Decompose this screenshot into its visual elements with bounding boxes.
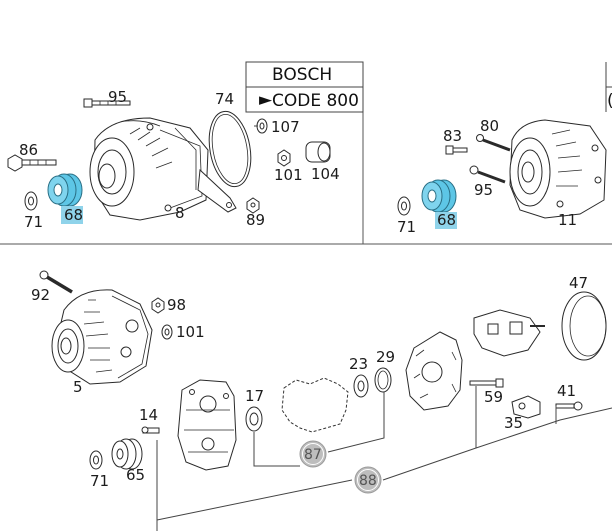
alternator-right-body[interactable] bbox=[509, 119, 607, 219]
part-label-5: 5 bbox=[73, 378, 83, 396]
pulley-68-highlighted-part[interactable] bbox=[47, 173, 83, 207]
highlight-label-bg-68 bbox=[61, 206, 83, 224]
seal-ring-74-part[interactable] bbox=[204, 108, 257, 190]
svg-text:(: ( bbox=[607, 91, 612, 111]
highlight-label-bg-68-right bbox=[435, 212, 457, 229]
nut-107-part[interactable] bbox=[256, 118, 268, 134]
bearing-17-part[interactable] bbox=[245, 406, 263, 432]
ring-29-part[interactable] bbox=[374, 367, 392, 393]
bolt-92-part[interactable] bbox=[39, 270, 73, 294]
bottom-exploded-view-group: 87 88 92 98 101 47 5 23 29 17 59 14 41 3… bbox=[31, 270, 612, 531]
bolt-83-part[interactable] bbox=[445, 145, 468, 155]
nut-98-part[interactable] bbox=[151, 297, 165, 314]
washer-71-right-part[interactable] bbox=[397, 196, 411, 216]
top-left-alternator-group: 95 74 107 86 101 104 71 8 89 68 bbox=[7, 88, 340, 231]
part-label-83: 83 bbox=[443, 127, 462, 145]
manufacturer-code-box: BOSCH ► CODE 800 bbox=[245, 61, 364, 113]
part-label-80: 80 bbox=[480, 117, 499, 135]
group-label-88: 88 bbox=[359, 473, 377, 489]
leader-line-87-right bbox=[327, 392, 385, 453]
pulley-68-right-highlighted-part[interactable] bbox=[421, 179, 457, 213]
regulator-35-part[interactable] bbox=[511, 395, 541, 419]
nut-89-part[interactable] bbox=[246, 197, 260, 214]
bearing-23-part[interactable] bbox=[353, 374, 369, 398]
part-label-35: 35 bbox=[504, 414, 523, 432]
code-box-right-partial: ( bbox=[605, 62, 612, 112]
group-label-87: 87 bbox=[304, 447, 322, 463]
bolt-95-part[interactable] bbox=[83, 98, 131, 108]
part-label-71-right: 71 bbox=[397, 218, 416, 236]
bushing-104-part[interactable] bbox=[305, 141, 331, 163]
bolt-80-part[interactable] bbox=[476, 134, 511, 152]
part-label-41: 41 bbox=[557, 382, 576, 400]
washer-71-part[interactable] bbox=[24, 191, 38, 211]
part-label-14: 14 bbox=[139, 406, 158, 424]
rotor-part[interactable] bbox=[281, 377, 349, 433]
bolt-86-part[interactable] bbox=[7, 154, 57, 172]
brand-label: BOSCH bbox=[272, 65, 332, 85]
part-label-68-highlighted[interactable]: 68 bbox=[64, 206, 83, 224]
part-label-65: 65 bbox=[126, 466, 145, 484]
part-label-59: 59 bbox=[484, 388, 503, 406]
part-label-17: 17 bbox=[245, 387, 264, 405]
part-label-92: 92 bbox=[31, 286, 50, 304]
rectifier-plate-part[interactable] bbox=[405, 331, 463, 411]
group-circle-87[interactable]: 87 bbox=[299, 440, 327, 468]
leader-line-88-far bbox=[475, 407, 612, 449]
screw-41-part[interactable] bbox=[555, 401, 583, 411]
alternator-5-part[interactable] bbox=[51, 289, 153, 385]
washer-71-bottom-part[interactable] bbox=[89, 450, 103, 470]
part-label-11: 11 bbox=[558, 211, 577, 229]
cover-47-part[interactable] bbox=[561, 291, 607, 361]
alternator-main-body[interactable] bbox=[89, 117, 237, 221]
part-label-71: 71 bbox=[24, 213, 43, 231]
part-label-29: 29 bbox=[376, 348, 395, 366]
nut-101-bottom-part[interactable] bbox=[161, 324, 173, 340]
part-label-71-bottom: 71 bbox=[90, 472, 109, 490]
part-label-107: 107 bbox=[271, 118, 300, 136]
stud-59-part[interactable] bbox=[469, 378, 504, 388]
code-label: CODE 800 bbox=[272, 91, 359, 111]
housing-front-part[interactable] bbox=[177, 379, 237, 471]
part-label-95-right: 95 bbox=[474, 181, 493, 199]
part-label-74: 74 bbox=[215, 90, 234, 108]
leader-line-87 bbox=[253, 432, 300, 467]
part-label-47: 47 bbox=[569, 274, 588, 292]
stud-14-part[interactable] bbox=[141, 426, 160, 434]
part-label-104: 104 bbox=[311, 165, 340, 183]
part-label-89: 89 bbox=[246, 211, 265, 229]
part-label-8: 8 bbox=[175, 204, 185, 222]
bolt-95-right-part[interactable] bbox=[469, 165, 506, 184]
nut-101-part[interactable] bbox=[277, 149, 291, 167]
part-label-101-bottom: 101 bbox=[176, 323, 205, 341]
part-label-98: 98 bbox=[167, 296, 186, 314]
group-circle-88[interactable]: 88 bbox=[354, 466, 382, 494]
top-right-alternator-group: 83 80 95 71 11 68 bbox=[397, 117, 607, 236]
part-label-86: 86 bbox=[19, 141, 38, 159]
code-marker-icon: ► bbox=[259, 90, 273, 110]
part-label-23: 23 bbox=[349, 355, 368, 373]
part-label-95: 95 bbox=[108, 88, 127, 106]
brush-holder-part[interactable] bbox=[473, 309, 545, 357]
part-label-68-right-highlighted[interactable]: 68 bbox=[437, 211, 456, 229]
pulley-65-part[interactable] bbox=[111, 438, 143, 470]
part-label-101: 101 bbox=[274, 166, 303, 184]
leader-line-88 bbox=[156, 440, 353, 531]
